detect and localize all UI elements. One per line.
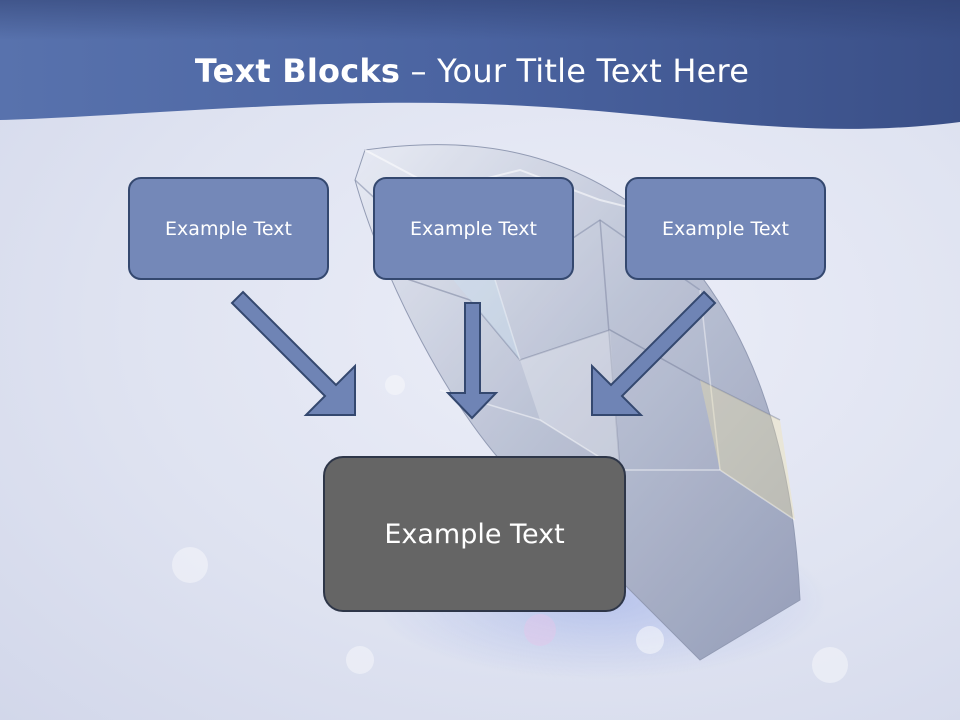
main-text-block[interactable]: Example Text	[323, 456, 626, 612]
arrow-right	[591, 290, 717, 416]
text-block-right[interactable]: Example Text	[625, 177, 826, 280]
page-title: Text Blocks – Your Title Text Here	[0, 52, 944, 90]
title-bold-part: Text Blocks	[194, 52, 401, 90]
text-block-center[interactable]: Example Text	[373, 177, 574, 280]
text-block-label: Example Text	[165, 217, 292, 240]
main-text-block-label: Example Text	[384, 518, 565, 550]
title-rest: Your Title Text Here	[437, 52, 750, 90]
arrow-left	[230, 290, 356, 416]
text-block-label: Example Text	[662, 217, 789, 240]
text-block-label: Example Text	[410, 217, 537, 240]
title-separator: –	[400, 52, 438, 90]
text-block-left[interactable]: Example Text	[128, 177, 329, 280]
arrow-center	[445, 302, 499, 420]
